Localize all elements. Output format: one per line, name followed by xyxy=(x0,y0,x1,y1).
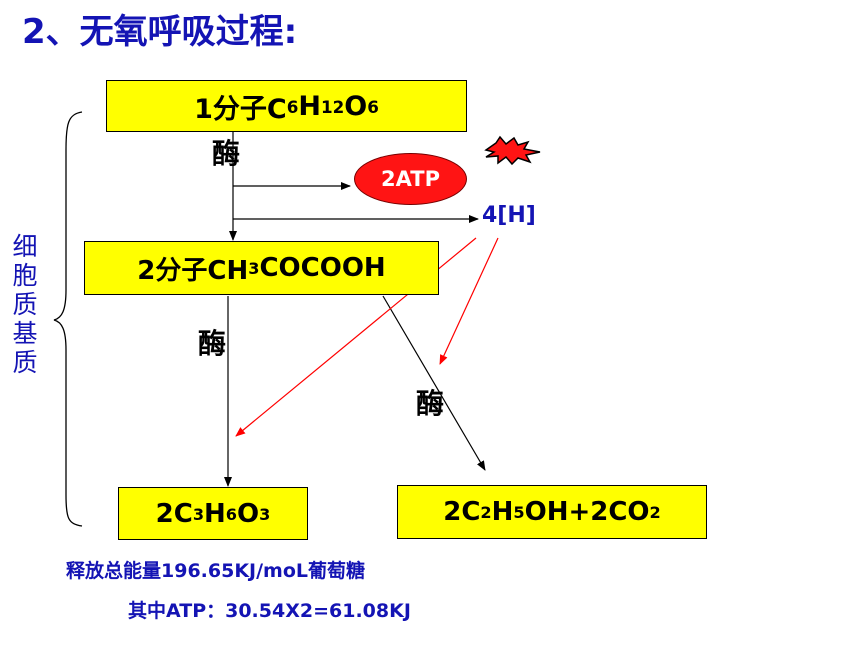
atp-energy-note: 其中ATP：30.54X2=61.08KJ xyxy=(128,600,411,622)
curly-brace xyxy=(53,111,83,527)
energy-burst-icon xyxy=(484,135,541,166)
enzyme-label: 酶 xyxy=(198,327,227,360)
h-arrow-to-ethanol xyxy=(439,237,499,365)
arrow-pyruvate-to-ethanol xyxy=(382,295,486,471)
hydrogen-label: 4[H] xyxy=(482,203,536,228)
page-title: 2、无氧呼吸过程: xyxy=(22,12,298,52)
cytoplasm-matrix-label: 细胞质基质 xyxy=(12,232,38,377)
enzyme-label: 酶 xyxy=(416,387,445,420)
enzyme-label: 酶 xyxy=(212,137,241,170)
atp-node: 2ATP xyxy=(354,153,467,205)
energy-note: 释放总能量196.65KJ/moL葡萄糖 xyxy=(66,560,366,582)
